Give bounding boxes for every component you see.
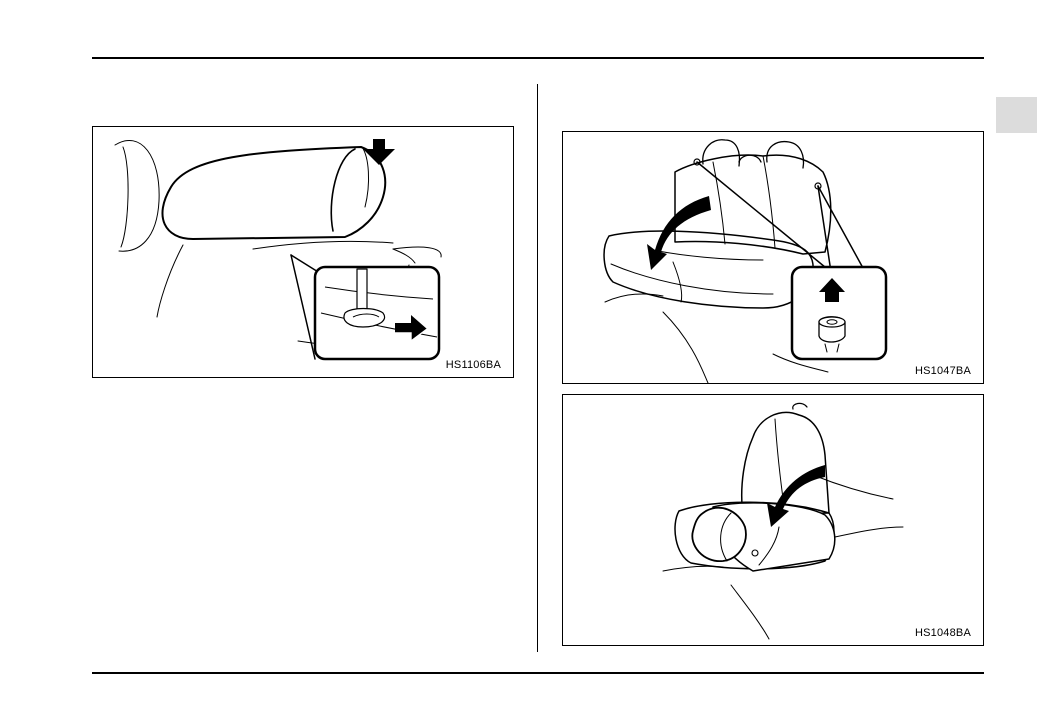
figure-code: HS1047BA	[914, 365, 972, 377]
folded-seat-illustration	[563, 395, 983, 645]
figure-rear-seat-release: HS1047BA	[562, 131, 984, 384]
headrest-illustration	[93, 127, 513, 377]
seat-cushion	[604, 231, 813, 308]
down-arrow-icon	[363, 139, 395, 165]
left-headrest	[703, 140, 740, 166]
headrest-body	[162, 147, 385, 239]
figure-rear-seat-folded: HS1048BA	[562, 394, 984, 646]
footer-rule	[92, 672, 984, 674]
figure-headrest-removal: HS1106BA	[92, 126, 514, 378]
column-divider	[537, 84, 538, 652]
section-tab	[996, 97, 1037, 133]
figure-code: HS1106BA	[445, 359, 502, 371]
figure-code: HS1048BA	[914, 627, 972, 639]
header-rule	[92, 57, 984, 59]
center-headrest	[739, 155, 761, 162]
inset-detail	[315, 267, 439, 359]
rear-seat-illustration	[563, 132, 983, 383]
folded-headrest	[692, 508, 746, 561]
background-headrest-outline	[115, 140, 159, 251]
